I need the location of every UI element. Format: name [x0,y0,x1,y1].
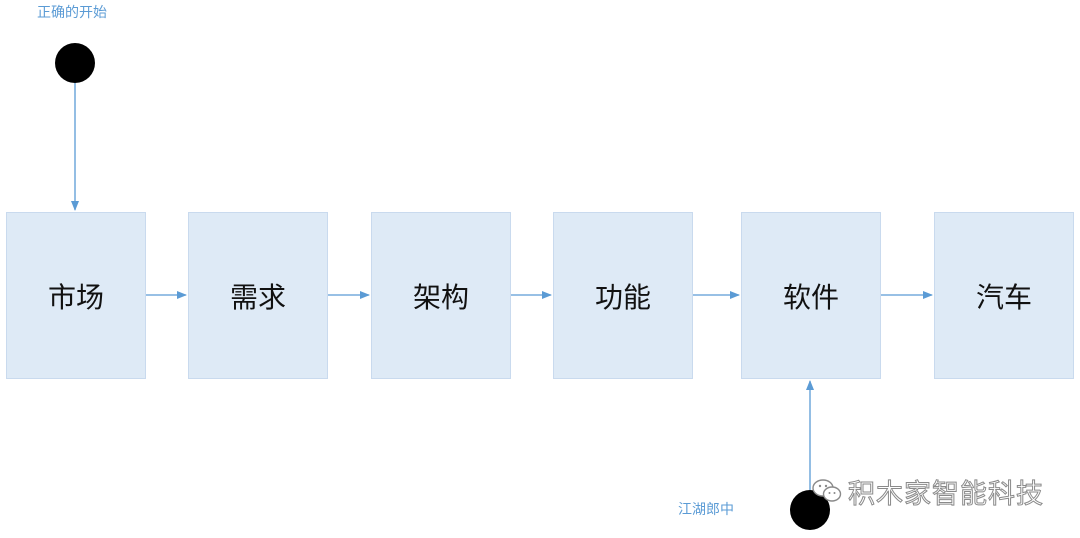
start-node [55,43,95,83]
watermark: 积木家智能科技 [812,474,1044,510]
wechat-icon [812,479,842,502]
step-box-market: 市场 [6,212,146,379]
end-label: 江湖郎中 [678,502,734,518]
start-label: 正确的开始 [37,5,107,21]
step-box-requirements: 需求 [188,212,328,379]
step-box-function: 功能 [553,212,693,379]
step-box-software: 软件 [741,212,881,379]
end-node [790,490,830,530]
watermark-text: 积木家智能科技 [848,478,1044,510]
step-box-car: 汽车 [934,212,1074,379]
step-box-architecture: 架构 [371,212,511,379]
